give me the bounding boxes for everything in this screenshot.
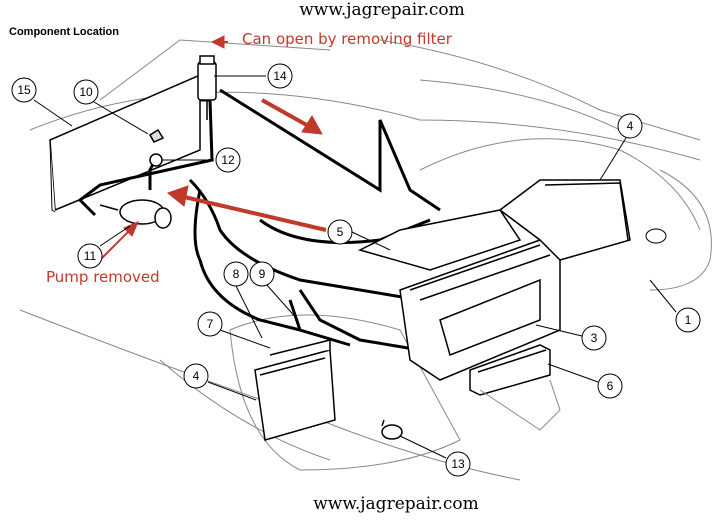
car-body-outline: [19, 39, 712, 481]
callout-4-left: 4: [183, 363, 257, 401]
svg-text:11: 11: [84, 249, 97, 263]
callout-12: 12: [162, 147, 241, 173]
svg-text:8: 8: [233, 267, 240, 281]
sensor: [381, 419, 403, 440]
svg-text:14: 14: [273, 69, 287, 83]
callout-4-right: 4: [599, 113, 643, 181]
washer-reservoir: [49, 73, 201, 213]
hose-connector: [149, 153, 163, 167]
callout-11: 11: [77, 225, 131, 269]
callout-15: 15: [11, 77, 73, 127]
callout-8: 8: [223, 261, 263, 339]
svg-text:12: 12: [221, 153, 235, 167]
svg-text:13: 13: [451, 457, 465, 471]
dash-bracket: [479, 379, 561, 431]
hoses: [77, 88, 441, 352]
callout-1: 1: [649, 279, 701, 333]
svg-text:9: 9: [259, 267, 266, 281]
callout-10: 10: [73, 79, 149, 135]
svg-text:1: 1: [685, 313, 692, 327]
watermark-url-bottom: www.jagrepair.com: [313, 494, 479, 514]
callout-6: 6: [547, 363, 623, 399]
pump-annotation: Pump removed: [46, 268, 160, 286]
callout-5: 5: [327, 219, 391, 251]
callout-14: 14: [214, 63, 293, 89]
svg-text:4: 4: [627, 119, 634, 133]
svg-text:10: 10: [79, 85, 93, 99]
dash-vent-right: [645, 228, 667, 244]
callout-3: 3: [535, 324, 607, 351]
svg-text:7: 7: [207, 317, 214, 331]
callout-9: 9: [249, 261, 299, 321]
svg-text:5: 5: [337, 225, 344, 239]
air-duct-left: [254, 339, 336, 441]
svg-text:15: 15: [17, 83, 31, 97]
annotation-arrows: [97, 35, 327, 263]
filter-assembly: [197, 55, 217, 120]
svg-text:3: 3: [591, 331, 598, 345]
pump-assembly: [99, 199, 172, 229]
hvac-unit: [357, 179, 631, 381]
control-module: [469, 344, 551, 396]
svg-text:6: 6: [607, 379, 614, 393]
watermark-url-top: www.jagrepair.com: [299, 0, 465, 20]
svg-text:4: 4: [193, 369, 200, 383]
callout-labels: 1 3 4 4 5 6 7: [11, 63, 701, 477]
callout-13: 13: [399, 435, 471, 477]
diagram-title: Component Location: [9, 26, 119, 38]
callout-7: 7: [197, 311, 271, 349]
